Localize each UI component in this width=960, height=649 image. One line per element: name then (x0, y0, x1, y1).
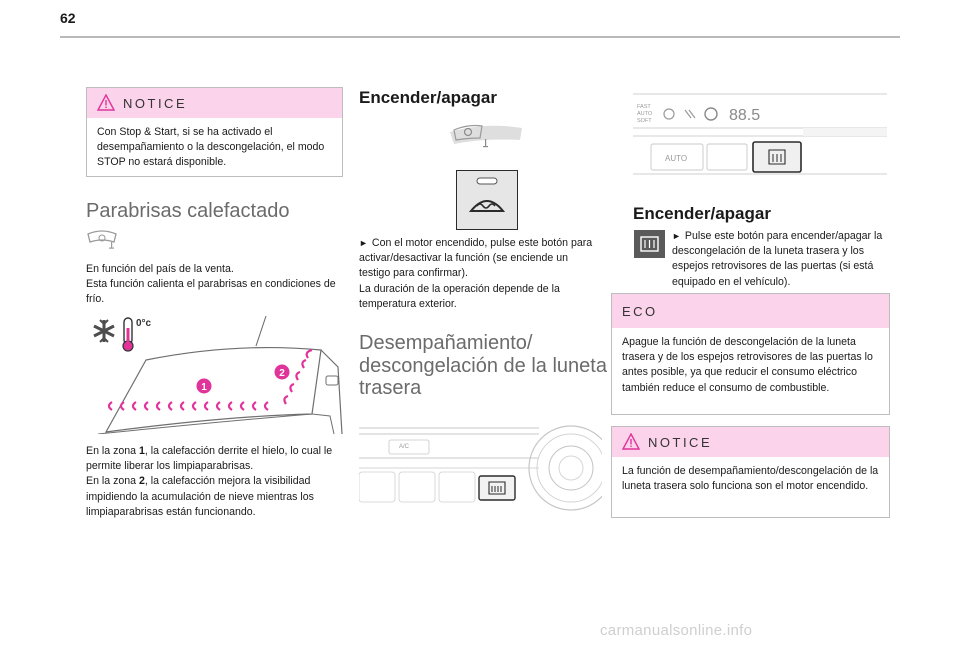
zone-text-post: , la calefacción mejora la visibilidad i… (86, 475, 314, 518)
windscreen-intro: En función del país de la venta. Esta fu… (86, 262, 344, 308)
zone-number: 1 (139, 445, 145, 457)
right-title: Encender/apagar (633, 204, 771, 223)
ac-label: A/C (399, 444, 410, 450)
section-title-rear-screen: Desempañamiento/ descongelación de la lu… (359, 332, 607, 399)
panel-label-auto: AUTO (637, 111, 653, 117)
notice-header: NOTICE (612, 427, 889, 457)
zone-1-text: En la zona 1, la calefacción derrite el … (86, 444, 344, 474)
zone-2-marker: 2 (279, 368, 285, 379)
notice-text: Con Stop & Start, si se ha activado el d… (97, 126, 325, 169)
panel-label-fast: FAST (637, 104, 651, 110)
zone-text-post: , la calefacción derrite el hielo, lo cu… (86, 445, 333, 473)
eco-text: Apague la función de descongelación de l… (622, 336, 873, 394)
panel-label-soft: SOFT (637, 118, 652, 124)
notice-label: NOTICE (648, 435, 713, 450)
climate-panel-illustration: FAST AUTO SOFT 88.5 AUTO (633, 90, 887, 178)
zone-text-pre: En la zona (86, 445, 140, 457)
middle-instruction: ►Con el motor encendido, pulse este botó… (359, 236, 601, 282)
middle-instructions: ►Con el motor encendido, pulse este botó… (359, 236, 601, 312)
right-instruction-first: ►Pulse este botón para encender/apagar l… (672, 229, 890, 290)
windscreen-symbol-icon (448, 118, 526, 152)
notice-box-right: NOTICE La función de desempañamiento/des… (611, 426, 890, 518)
heated-windscreen-icon (86, 228, 120, 250)
zone-1-marker: 1 (201, 382, 207, 393)
notice-label: NOTICE (123, 96, 188, 111)
zones-text: En la zona 1, la calefacción derrite el … (86, 444, 344, 520)
rear-screen-panel-illustration: A/C (359, 422, 602, 516)
right-instruction-text: Pulse este botón para encender/apagar la… (672, 230, 883, 288)
panel-auto-label: AUTO (665, 154, 687, 163)
notice-box: NOTICE Con Stop & Start, si se ha activa… (86, 87, 343, 177)
middle-note: La duración de la operación depende de l… (359, 282, 560, 310)
heated-windscreen-button[interactable] (456, 170, 518, 230)
bullet-arrow-icon: ► (359, 238, 368, 248)
eco-label: ECO (622, 304, 658, 319)
warning-icon (97, 94, 115, 111)
watermark: carmanualsonline.info (600, 622, 753, 639)
warning-icon (622, 433, 640, 450)
notice-header: NOTICE (87, 88, 342, 118)
zone-2-text: En la zona 2, la calefacción mejora la v… (86, 474, 344, 520)
bullet-arrow-icon: ► (672, 231, 681, 241)
eco-box: ECO Apague la función de descongelación … (611, 293, 890, 415)
header-rule (60, 36, 900, 38)
middle-instruction-text: Con el motor encendido, pulse este botón… (359, 237, 593, 280)
section-title-windscreen: Parabrisas calefactado (86, 200, 290, 222)
intro-line: Esta función calienta el parabrisas en c… (86, 278, 336, 306)
intro-line: En función del país de la venta. (86, 263, 234, 275)
zone-text-pre: En la zona (86, 475, 140, 488)
notice-text: La función de desempañamiento/descongela… (622, 465, 879, 493)
eco-header: ECO (612, 294, 889, 328)
panel-display: 88.5 (729, 107, 760, 124)
windscreen-illustration: 0°c 1 2 (86, 312, 344, 434)
rear-defrost-button[interactable] (634, 230, 665, 258)
zone-number: 2 (139, 475, 145, 488)
middle-title: Encender/apagar (359, 88, 497, 107)
temperature-label: 0°c (136, 318, 152, 329)
page-number: 62 (60, 10, 76, 26)
